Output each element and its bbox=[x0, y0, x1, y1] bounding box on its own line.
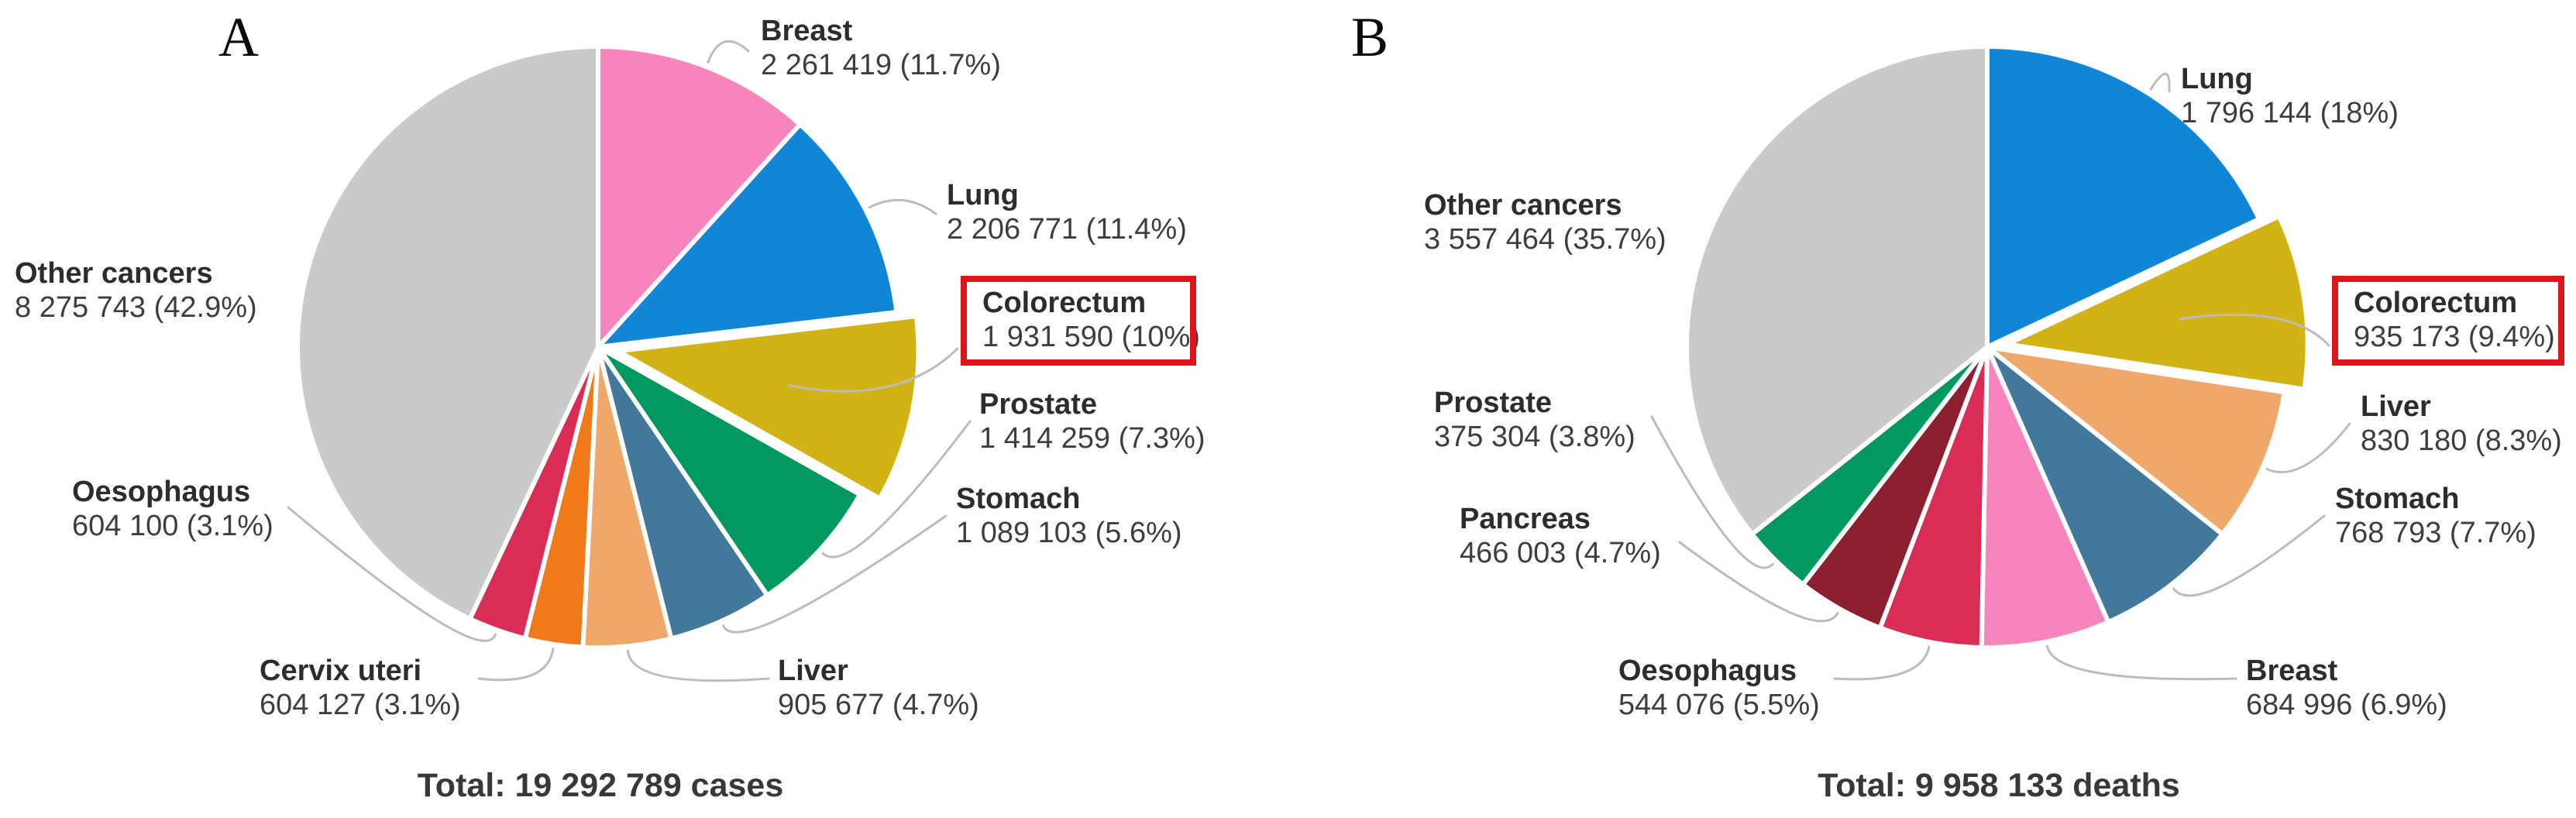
leader-line-colorectum bbox=[787, 347, 959, 393]
pie-b-slice-stomach bbox=[1985, 345, 2225, 625]
slice-name: Breast bbox=[761, 15, 853, 47]
slice-value: 1 414 259 (7.3%) bbox=[979, 422, 1205, 455]
slice-value: 1 931 590 (10%) bbox=[982, 321, 1200, 353]
slice-value: 375 304 (3.8%) bbox=[1434, 421, 1635, 453]
slice-value: 830 180 (8.3%) bbox=[2361, 424, 2562, 457]
pie-a-slice-prostate bbox=[596, 345, 863, 598]
total-cases-label: Total: 19 292 789 cases bbox=[417, 767, 784, 804]
slice-name: Oesophagus bbox=[72, 476, 251, 508]
leader-line-oesophagus bbox=[287, 506, 497, 642]
pie-a-slice-colorectum bbox=[615, 314, 921, 501]
leader-line-liver bbox=[626, 649, 770, 682]
slice-value: 684 996 (6.9%) bbox=[2246, 689, 2447, 721]
colorectum-highlight-box-b bbox=[2332, 276, 2564, 366]
leader-line-colorectum bbox=[2178, 313, 2330, 347]
slice-name: Other cancers bbox=[15, 257, 213, 290]
slice-name: Lung bbox=[947, 179, 1019, 211]
slice-name: Oesophagus bbox=[1618, 655, 1797, 687]
slice-value: 544 076 (5.5%) bbox=[1618, 689, 1820, 721]
slice-value: 2 206 771 (11.4%) bbox=[947, 213, 1187, 246]
pie-a-slice-breast bbox=[596, 44, 803, 349]
slice-name: Pancreas bbox=[1460, 503, 1591, 535]
slice-name: Colorectum bbox=[2354, 287, 2518, 319]
total-deaths-label: Total: 9 958 133 deaths bbox=[1818, 767, 2180, 804]
slice-name: Prostate bbox=[1434, 387, 1553, 419]
slice-value: 604 100 (3.1%) bbox=[72, 510, 273, 542]
slice-value: 905 677 (4.7%) bbox=[778, 689, 979, 721]
slice-value: 604 127 (3.1%) bbox=[260, 689, 461, 721]
colorectum-highlight-box-a bbox=[961, 276, 1196, 366]
slice-value: 2 261 419 (11.7%) bbox=[761, 49, 1001, 81]
leader-line-lung bbox=[868, 198, 937, 215]
slice-name: Lung bbox=[2181, 63, 2253, 95]
leader-line-prostate bbox=[1650, 415, 1774, 569]
slice-name: Other cancers bbox=[1424, 189, 1622, 222]
slice-name: Colorectum bbox=[982, 287, 1147, 319]
slice-value: 768 793 (7.7%) bbox=[2335, 517, 2536, 549]
leader-line-liver bbox=[2265, 422, 2351, 473]
slice-name: Liver bbox=[2361, 390, 2431, 423]
slice-value: 935 173 (9.4%) bbox=[2354, 321, 2555, 353]
pie-b-slice-breast bbox=[1979, 345, 2111, 650]
leader-line-stomach bbox=[2172, 514, 2326, 597]
leader-line-cervix-uteri bbox=[477, 648, 555, 682]
leader-line-lung bbox=[2149, 72, 2171, 93]
panel-letter-b: B bbox=[1351, 6, 1389, 68]
leader-line-prostate bbox=[821, 420, 972, 559]
slice-name: Stomach bbox=[2335, 483, 2460, 515]
pie-a-slice-other-cancers bbox=[295, 44, 600, 621]
panel-letter-a: A bbox=[218, 6, 259, 68]
slice-value: 8 275 743 (42.9%) bbox=[15, 291, 257, 324]
leader-line-breast bbox=[2045, 644, 2237, 681]
leader-line-breast bbox=[707, 40, 750, 64]
pie-b-slice-colorectum bbox=[2004, 214, 2310, 392]
pie-a-slice-lung bbox=[596, 122, 899, 349]
pie-b-slice-other-cancers bbox=[1684, 44, 1990, 537]
pie-b-slice-liver bbox=[1985, 345, 2287, 537]
leader-line-oesophagus bbox=[1833, 645, 1931, 681]
leader-line-pancreas bbox=[1678, 541, 1839, 623]
pie-b-slice-lung bbox=[1985, 44, 2262, 349]
slice-name: Cervix uteri bbox=[260, 655, 422, 687]
slice-value: 1 796 144 (18%) bbox=[2181, 97, 2399, 129]
slice-value: 466 003 (4.7%) bbox=[1460, 537, 1661, 569]
slice-value: 3 557 464 (35.7%) bbox=[1424, 223, 1666, 256]
leader-line-stomach bbox=[721, 514, 948, 634]
slice-name: Stomach bbox=[956, 483, 1081, 515]
slice-name: Liver bbox=[778, 655, 848, 687]
slice-name: Prostate bbox=[979, 388, 1098, 421]
slice-value: 1 089 103 (5.6%) bbox=[956, 517, 1182, 549]
slice-name: Breast bbox=[2246, 655, 2338, 687]
